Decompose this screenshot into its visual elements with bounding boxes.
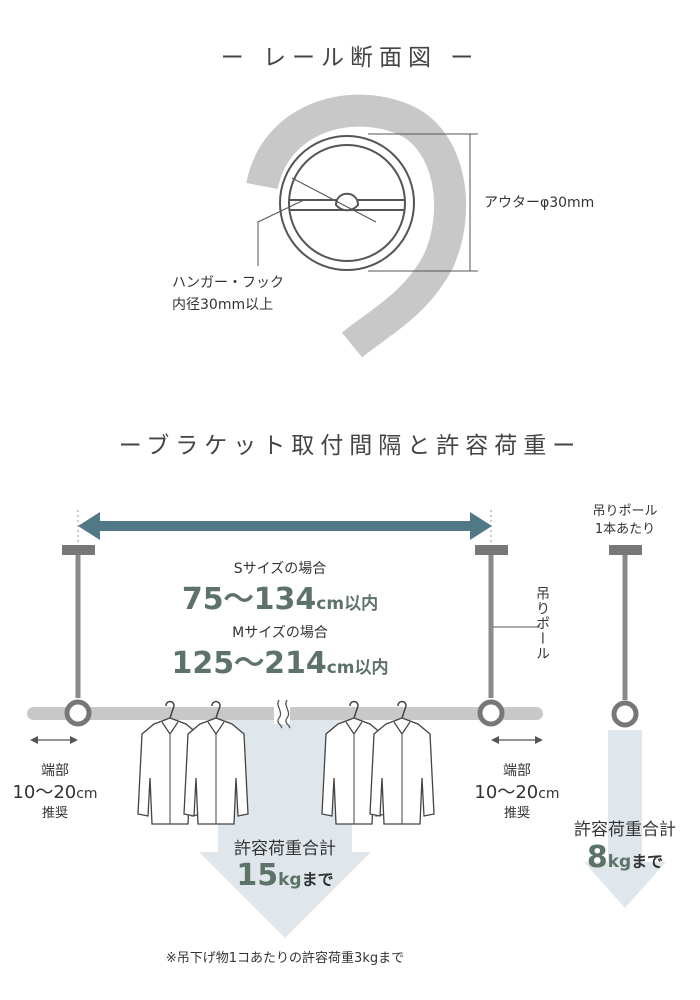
single-pole-label-line1: 吊りポール xyxy=(592,504,658,519)
s-size-label: Sサイズの場合 xyxy=(233,561,327,577)
single-pole-label-line2: 1本あたり xyxy=(594,522,656,537)
span-arrow-right-head xyxy=(470,512,492,540)
left-end-unit: cm xyxy=(76,786,98,802)
shirt-group-left xyxy=(137,700,249,825)
s-size-range: 75〜134 xyxy=(181,582,317,617)
m-size-label: Mサイズの場合 xyxy=(232,625,328,641)
left-pole-ring xyxy=(64,699,92,727)
left-end-dim-head-r xyxy=(70,736,78,744)
total-load-suffix: まで xyxy=(301,870,334,889)
rail-break-gap xyxy=(274,702,290,724)
shirt-icon xyxy=(183,700,249,825)
rail-inner-circle xyxy=(288,144,406,262)
rail-section-figure xyxy=(246,94,478,358)
right-end-range: 10〜20 xyxy=(474,782,539,803)
rail-break-mark-right xyxy=(285,699,291,729)
footnote: ※吊下げ物1コあたりの許容荷重3kgまで xyxy=(165,951,405,966)
single-pole-load-number: 8 xyxy=(586,840,608,875)
shirt-icon xyxy=(321,700,387,825)
right-end-note: 推奨 xyxy=(503,806,530,821)
right-end-dim-head-r xyxy=(535,736,543,744)
right-end-label: 端部 xyxy=(503,763,531,779)
m-size-range: 125〜214 xyxy=(171,646,327,681)
left-end-value: 10〜20cm xyxy=(0,778,110,804)
rail-break-mark-left xyxy=(277,699,283,729)
left-end-dim-head-l xyxy=(30,736,38,744)
total-load-number: 15 xyxy=(236,858,279,893)
hook-label-line1: ハンガー・フック xyxy=(172,275,284,291)
single-pole-load-label: 許容荷重合計 xyxy=(574,820,676,840)
left-end-range: 10〜20 xyxy=(12,782,77,803)
left-end-label: 端部 xyxy=(41,763,69,779)
m-size-unit: cm以内 xyxy=(326,658,389,678)
left-pole-base xyxy=(62,545,95,555)
shirt-group-right xyxy=(321,700,435,825)
single-pole-ring xyxy=(611,700,639,728)
total-load-value: 15kgまで xyxy=(185,858,385,893)
single-pole-base xyxy=(609,545,642,555)
bracket-hook-shape xyxy=(246,94,467,358)
hook-slot xyxy=(334,192,360,212)
rail-section-title: ー レール断面図 ー xyxy=(220,45,480,71)
pole-vertical-label: 吊りポール xyxy=(534,586,550,661)
m-size-value: 125〜214cm以内 xyxy=(150,638,410,682)
single-pole-load-arrow xyxy=(584,730,666,908)
shirt-icon xyxy=(369,700,435,825)
single-pole-load-value: 8kgまで xyxy=(555,840,695,875)
bracket-figure xyxy=(27,510,543,938)
right-end-dim-head-l xyxy=(491,736,499,744)
right-end-value: 10〜20cm xyxy=(462,778,572,804)
hook-label-line2: 内径30mm以上 xyxy=(172,297,274,313)
total-load-unit: kg xyxy=(278,870,302,890)
s-size-unit: cm以内 xyxy=(316,594,379,614)
bracket-section-title: ーブラケット取付間隔と許容荷重ー xyxy=(118,433,582,459)
hook-leader-2 xyxy=(257,199,305,266)
left-end-note: 推奨 xyxy=(41,806,68,821)
right-end-unit: cm xyxy=(538,786,560,802)
right-pole-ring xyxy=(477,699,505,727)
total-load-label: 許容荷重合計 xyxy=(234,839,336,859)
single-pole-load-suffix: まで xyxy=(631,852,664,871)
right-pole-base xyxy=(475,545,508,555)
s-size-value: 75〜134cm以内 xyxy=(150,574,410,618)
span-arrow-left-head xyxy=(78,512,100,540)
hook-leader-1 xyxy=(291,177,377,223)
outer-diameter-label: アウターφ30mm xyxy=(484,195,595,211)
single-pole-figure xyxy=(584,545,666,908)
single-pole-load-unit: kg xyxy=(607,852,632,872)
